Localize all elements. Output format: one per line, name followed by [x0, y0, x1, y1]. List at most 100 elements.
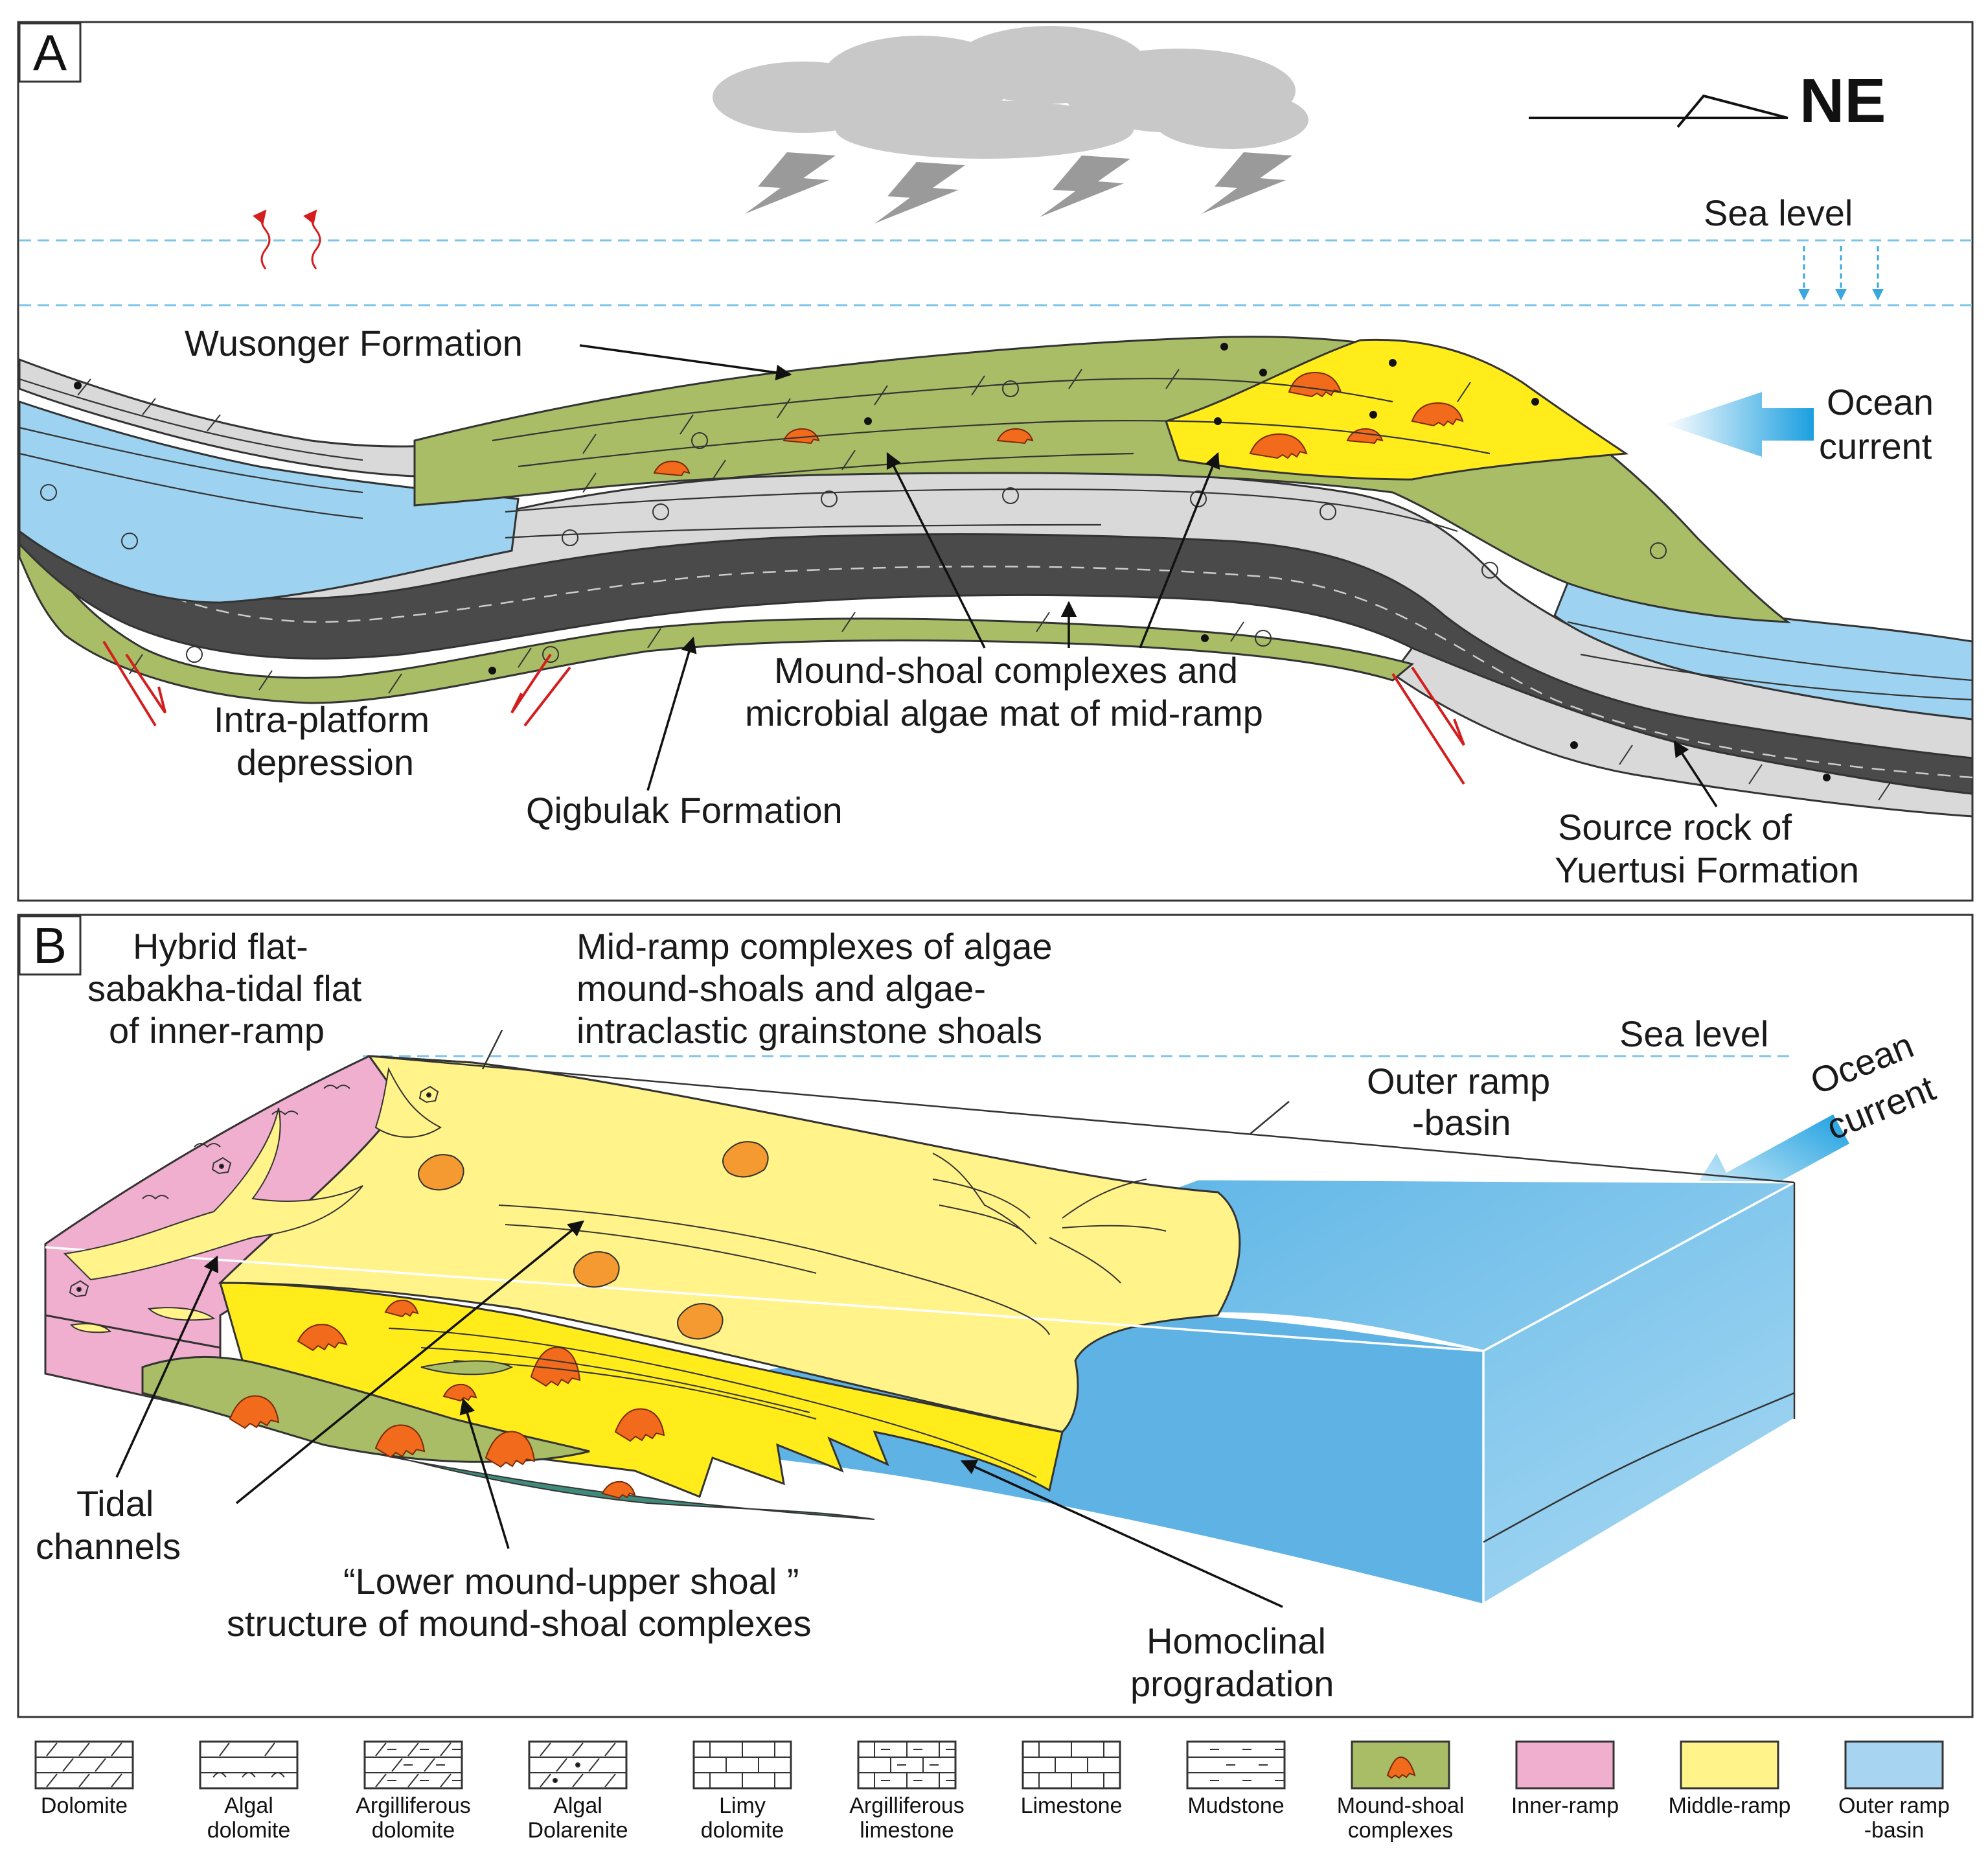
top-mound-icons	[418, 1141, 769, 1340]
legend-item-inner-ramp: Inner-ramp	[1511, 1740, 1619, 1818]
legend-label-outer-ramp-0: Outer ramp	[1838, 1793, 1950, 1818]
mound-shoal-arrow-1	[886, 452, 986, 649]
legend-pattern-argilliferous-limestone	[858, 1742, 955, 1788]
legend-label-dolomite-0: Dolomite	[41, 1793, 128, 1818]
progradation-lines	[388, 1153, 1167, 1478]
stratigraphic-section	[18, 336, 1974, 818]
source-rock-label-2: Yuertusi Formation	[1555, 849, 1859, 890]
legend-swatch-algal-dolomite	[199, 1740, 299, 1790]
homoclinal-arrow	[960, 1459, 1283, 1608]
legend-pattern-limy-dolomite	[694, 1742, 791, 1788]
tidal-channels-label-1: Tidal	[76, 1483, 154, 1524]
legend-label-mudstone-0: Mudstone	[1187, 1793, 1284, 1818]
homoclinal-label-1: Homoclinal	[1147, 1620, 1326, 1661]
mound-shoal-green	[141, 1355, 590, 1463]
lower-mound-arrow	[459, 1398, 510, 1549]
sea-level-label-b: Sea level	[1619, 1013, 1768, 1054]
ocean-current-label-a-2: current	[1819, 426, 1932, 467]
mound-shoal-label-2: microbial algae mat of mid-ramp	[745, 693, 1263, 733]
legend-pattern-algal-dolarenite	[529, 1742, 626, 1788]
legend-item-mudstone: Mudstone	[1186, 1740, 1286, 1818]
mid-ramp-label-2: mound-shoals and algae-	[577, 968, 986, 1009]
homoclinal-label-2: progradation	[1130, 1663, 1334, 1704]
legend-swatch-mound-shoal	[1351, 1740, 1450, 1790]
front-mound-icons	[229, 1299, 665, 1499]
sea-level-label-a: Sea level	[1704, 192, 1853, 233]
fault-icons	[102, 640, 1465, 785]
qigbulak-formation-label: Qigbulak Formation	[526, 790, 843, 831]
qigbulak-green-layer	[18, 505, 1415, 704]
legend-label-argilliferous-dolomite-1: dolomite	[372, 1818, 455, 1843]
legend-label-mound-shoal-1: complexes	[1348, 1818, 1454, 1843]
legend-label-algal-dolarenite-1: Dolarenite	[528, 1818, 628, 1843]
legend-pattern-dolomite	[36, 1742, 133, 1788]
block-diagram	[44, 1055, 1796, 1606]
legend-label-limestone-0: Limestone	[1021, 1793, 1123, 1818]
pink-internal-line	[45, 1314, 221, 1349]
legend-label-limy-dolomite-1: dolomite	[701, 1818, 784, 1843]
legend-swatch-middle-ramp	[1680, 1740, 1779, 1790]
legend-label-inner-ramp-0: Inner-ramp	[1511, 1793, 1619, 1818]
legend-pattern-algal-dolomite	[200, 1742, 297, 1778]
mound-shoal-label-1: Mound-shoal complexes and	[774, 650, 1238, 691]
ocean-current-arrow-a	[1665, 392, 1814, 457]
algal-symbols	[40, 380, 1667, 663]
source-rock-dash-line	[38, 524, 1973, 779]
legend-label-outer-ramp-1: -basin	[1864, 1818, 1925, 1843]
legend-swatch-inner-ramp	[1515, 1740, 1615, 1790]
outer-ramp-leader	[1250, 1101, 1290, 1135]
legend-item-dolomite: Dolomite	[34, 1740, 134, 1818]
legend-label-limy-dolomite-0: Limy	[719, 1793, 766, 1818]
hybrid-flat-label-1: Hybrid flat-	[133, 926, 308, 967]
legend-item-outer-ramp: Outer ramp-basin	[1838, 1740, 1950, 1843]
lower-mound-label-1: “Lower mound-upper shoal ”	[343, 1561, 799, 1602]
ne-direction-icon	[1529, 94, 1788, 128]
intra-platform-label-1: Intra-platform	[214, 699, 429, 740]
legend-label-middle-ramp-0: Middle-ramp	[1669, 1793, 1791, 1818]
source-rock-arrow	[1673, 740, 1718, 807]
hybrid-flat-label-3: of inner-ramp	[109, 1010, 325, 1051]
outer-ramp-label-2: -basin	[1412, 1102, 1511, 1143]
source-rock-label-1: Source rock of	[1558, 807, 1792, 847]
legend-label-algal-dolomite-1: dolomite	[207, 1818, 291, 1843]
legend-pattern-limestone	[1023, 1742, 1120, 1788]
ne-label: NE	[1799, 66, 1886, 135]
mid-ramp-label-1: Mid-ramp complexes of algae	[577, 926, 1053, 967]
mid-ramp-arrow	[235, 1220, 584, 1504]
panel-b-letter: B	[33, 917, 67, 974]
panel-b-letter-box	[18, 915, 82, 976]
qigbulak-arrow	[646, 636, 697, 791]
blue-left-wedge	[18, 400, 520, 604]
legend-label-algal-dolarenite-0: Algal	[553, 1793, 602, 1818]
panel-a-letter: A	[33, 24, 67, 81]
lithology-ticks	[77, 369, 1892, 801]
outer-ramp-label-1: Outer ramp	[1367, 1061, 1550, 1101]
panel-b: B Sea level Ocean current	[17, 914, 1974, 1718]
lower-mound-label-2: structure of mound-shoal complexes	[227, 1603, 812, 1644]
legend-pattern-mound-shoal	[1386, 1756, 1416, 1779]
green-lens	[420, 1360, 514, 1376]
lithology-dots	[74, 343, 1831, 781]
legend-item-limestone: Limestone	[1021, 1740, 1123, 1818]
mid-ramp-label-3: intraclastic grainstone shoals	[577, 1010, 1042, 1051]
legend-pattern-mudstone	[1187, 1749, 1285, 1781]
teal-base	[284, 1425, 875, 1520]
tidal-channels-arrow	[115, 1255, 218, 1478]
mound-shoal-arrow-3	[1139, 452, 1220, 649]
legend-swatch-outer-ramp	[1844, 1740, 1944, 1790]
hybrid-flat-label-2: sabakha-tidal flat	[87, 968, 362, 1009]
legend-label-argilliferous-dolomite-0: Argilliferous	[356, 1793, 471, 1818]
intra-platform-label-2: depression	[236, 742, 414, 783]
panel-a-letter-box	[18, 22, 82, 83]
legend-label-mound-shoal-0: Mound-shoal	[1337, 1793, 1465, 1818]
basin-layer-line	[1483, 1392, 1795, 1543]
mid-ramp-leader	[481, 1030, 503, 1070]
legend-label-argilliferous-limestone-1: limestone	[860, 1818, 954, 1843]
